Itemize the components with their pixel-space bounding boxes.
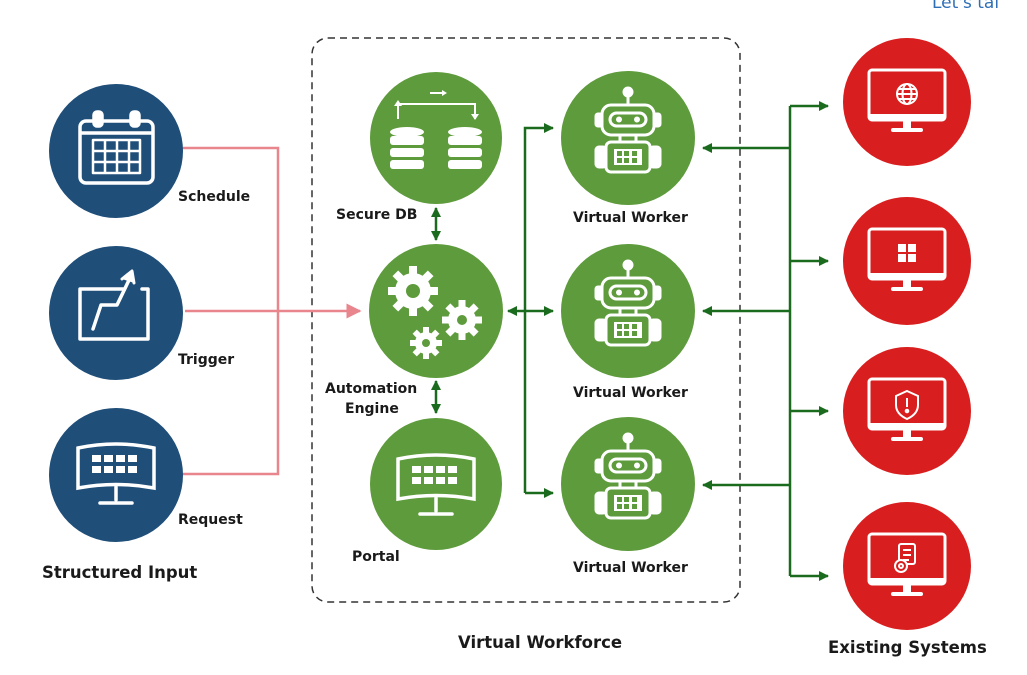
gear-monitor-icon — [867, 532, 947, 596]
portal-node: Portal — [352, 418, 502, 565]
schedule-label: Schedule — [178, 189, 250, 205]
engine-worker-connectors — [431, 123, 554, 498]
existing-systems-label: Existing Systems — [828, 638, 987, 657]
portal-label: Portal — [352, 549, 400, 565]
calendar-icon — [78, 110, 155, 185]
windows-monitor-icon — [867, 227, 947, 291]
trigger-node: Trigger — [49, 246, 234, 380]
systems-connectors — [702, 101, 829, 581]
virtual-worker-node: Virtual Worker — [561, 417, 695, 576]
monitor-icon — [76, 442, 156, 505]
automation-engine-label-line1: Automation — [325, 381, 417, 397]
schedule-node: Schedule — [49, 84, 250, 218]
shield-monitor-icon — [867, 377, 947, 441]
existing-system-node — [843, 502, 971, 630]
existing-systems — [843, 38, 971, 630]
existing-system-node — [843, 38, 971, 166]
trigger-label: Trigger — [178, 352, 234, 368]
existing-system-node — [843, 347, 971, 475]
virtual-worker-node: Virtual Worker — [561, 244, 695, 401]
secure-db-node: Secure DB — [336, 72, 502, 223]
request-node: Request — [49, 408, 243, 542]
secure-db-label: Secure DB — [336, 207, 417, 223]
existing-system-node — [843, 197, 971, 325]
automation-engine-label-line2: Engine — [345, 401, 399, 417]
automation-engine-node: Automation Engine — [325, 244, 503, 417]
trigger-chart-icon — [78, 269, 150, 341]
virtual-worker-label: Virtual Worker — [573, 385, 688, 401]
robot-icon — [594, 259, 662, 347]
robot-icon — [594, 432, 662, 520]
virtual-worker-node: Virtual Worker — [561, 71, 695, 226]
input-connectors — [182, 146, 362, 476]
gears-icon — [388, 266, 482, 359]
globe-monitor-icon — [867, 68, 947, 132]
request-label: Request — [178, 512, 243, 528]
workforce-boundary — [311, 37, 741, 603]
robot-icon — [594, 86, 662, 174]
virtual-worker-label: Virtual Worker — [573, 560, 688, 576]
structured-input-label: Structured Input — [42, 563, 197, 582]
virtual-worker-label: Virtual Worker — [573, 210, 688, 226]
database-sync-icon — [390, 127, 482, 169]
virtual-workforce-label: Virtual Workforce — [458, 633, 622, 652]
top-link-text[interactable]: Let's tal — [932, 0, 999, 13]
portal-monitor-icon — [396, 453, 476, 516]
